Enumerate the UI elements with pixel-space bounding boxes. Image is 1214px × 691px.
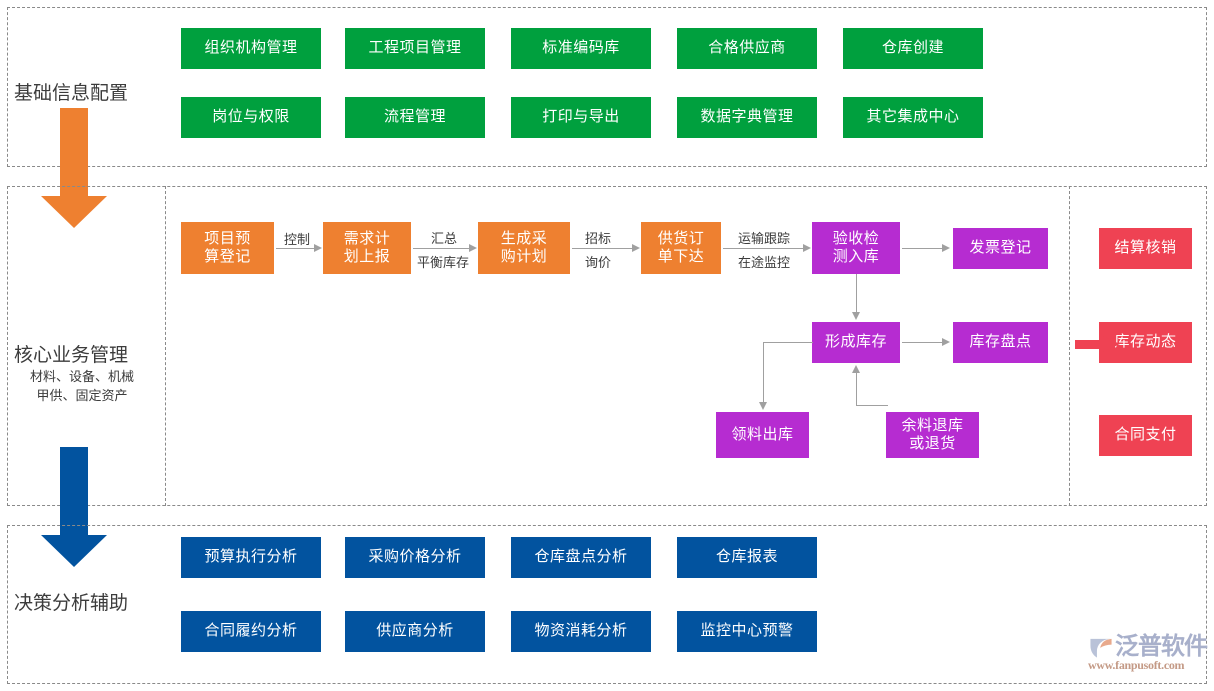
arrow-shaft bbox=[1075, 340, 1105, 349]
connector-arrowhead bbox=[469, 243, 477, 252]
connector-supply-to-inspect bbox=[723, 248, 805, 249]
chip-standard-code-library[interactable]: 标准编码库 bbox=[511, 28, 651, 69]
divider-core-left bbox=[165, 186, 166, 506]
section-title-basic-info: 基础信息配置 bbox=[14, 83, 129, 104]
chip-contract-performance-analysis[interactable]: 合同履约分析 bbox=[181, 611, 321, 652]
connector-demand-to-purchase bbox=[413, 248, 471, 249]
arrow-shaft bbox=[60, 447, 88, 535]
connector-label-control: 控制 bbox=[283, 232, 310, 247]
node-inventory-dynamics[interactable]: 库存动态 bbox=[1099, 322, 1192, 363]
section-subtitle-core-line2: 甲供、固定资产 bbox=[36, 388, 128, 403]
connector-budget-to-demand bbox=[276, 248, 316, 249]
chip-budget-execution-analysis[interactable]: 预算执行分析 bbox=[181, 537, 321, 578]
chip-other-integration-center[interactable]: 其它集成中心 bbox=[843, 97, 983, 138]
chip-warehouse-check-analysis[interactable]: 仓库盘点分析 bbox=[511, 537, 651, 578]
panel-decision-analysis-support bbox=[7, 525, 1207, 684]
chip-process-management[interactable]: 流程管理 bbox=[345, 97, 485, 138]
connector-arrowhead bbox=[942, 243, 950, 252]
chip-position-and-permission[interactable]: 岗位与权限 bbox=[181, 97, 321, 138]
divider-core-right bbox=[1069, 186, 1070, 506]
arrow-head bbox=[41, 535, 107, 567]
connector-arrowhead bbox=[851, 365, 860, 373]
arrow-stockcheck-to-dynamics-icon bbox=[1075, 336, 1121, 352]
arrow-head bbox=[1103, 336, 1120, 352]
chip-purchase-price-analysis[interactable]: 采购价格分析 bbox=[345, 537, 485, 578]
fanpu-logo-icon bbox=[1090, 638, 1112, 658]
connector-inspect-to-formstock bbox=[856, 274, 857, 314]
node-form-inventory[interactable]: 形成库存 bbox=[812, 322, 900, 363]
arrow-head bbox=[41, 196, 107, 228]
connector-label-balance-inventory: 平衡库存 bbox=[416, 255, 469, 270]
chip-print-and-export[interactable]: 打印与导出 bbox=[511, 97, 651, 138]
watermark-brand-text: 泛普软件 bbox=[1115, 633, 1208, 660]
node-inspection-acceptance-inbound[interactable]: 验收检测入库 bbox=[812, 222, 900, 274]
section-title-core-business: 核心业务管理 bbox=[14, 345, 129, 366]
chip-supplier-analysis[interactable]: 供应商分析 bbox=[345, 611, 485, 652]
chip-engineering-project-management[interactable]: 工程项目管理 bbox=[345, 28, 485, 69]
connector-returnstock-to-formstock-v bbox=[856, 372, 857, 406]
chip-qualified-supplier[interactable]: 合格供应商 bbox=[677, 28, 817, 69]
arrow-basic-to-core-icon bbox=[41, 108, 107, 228]
connector-arrowhead bbox=[314, 243, 322, 252]
connector-label-transport-tracking: 运输跟踪 bbox=[737, 231, 790, 246]
node-contract-payment[interactable]: 合同支付 bbox=[1099, 415, 1192, 456]
node-generate-purchase-plan[interactable]: 生成采购计划 bbox=[478, 222, 570, 274]
section-title-decision-analysis: 决策分析辅助 bbox=[14, 593, 129, 614]
connector-arrowhead bbox=[803, 243, 811, 252]
watermark-brand-row: 泛普软件 bbox=[1088, 634, 1210, 660]
node-material-issue-outbound[interactable]: 领料出库 bbox=[716, 412, 809, 458]
connector-arrowhead bbox=[942, 337, 950, 346]
connector-label-bidding: 招标 bbox=[584, 231, 611, 246]
chip-material-consumption-analysis[interactable]: 物资消耗分析 bbox=[511, 611, 651, 652]
node-inventory-check[interactable]: 库存盘点 bbox=[953, 322, 1048, 363]
connector-purchase-to-supply bbox=[572, 248, 634, 249]
chip-data-dictionary-management[interactable]: 数据字典管理 bbox=[677, 97, 817, 138]
connector-returnstock-to-formstock-h bbox=[856, 405, 888, 406]
watermark-logo: 泛普软件 www.fanpusoft.com bbox=[1088, 634, 1210, 684]
chip-monitoring-center-alert[interactable]: 监控中心预警 bbox=[677, 611, 817, 652]
connector-arrowhead bbox=[758, 402, 767, 410]
node-project-budget-registration[interactable]: 项目预算登记 bbox=[181, 222, 274, 274]
node-demand-plan-report[interactable]: 需求计划上报 bbox=[323, 222, 411, 274]
node-supply-order-issue[interactable]: 供货订单下达 bbox=[641, 222, 721, 274]
panel-basic-info-config bbox=[7, 7, 1207, 167]
connector-formstock-to-issueout-h bbox=[763, 342, 813, 343]
connector-arrowhead bbox=[851, 312, 860, 320]
arrow-shaft bbox=[60, 108, 88, 196]
node-settlement-writeoff[interactable]: 结算核销 bbox=[1099, 228, 1192, 269]
connector-label-in-transit-monitoring: 在途监控 bbox=[737, 255, 790, 270]
arrow-core-to-decision-icon bbox=[41, 447, 107, 567]
connector-label-inquiry: 询价 bbox=[584, 255, 611, 270]
connector-arrowhead bbox=[632, 243, 640, 252]
watermark-url-text: www.fanpusoft.com bbox=[1088, 658, 1185, 672]
node-surplus-return-or-refund[interactable]: 余料退库或退货 bbox=[886, 412, 979, 458]
connector-label-summary: 汇总 bbox=[430, 231, 457, 246]
node-invoice-registration[interactable]: 发票登记 bbox=[953, 228, 1048, 269]
chip-warehouse-creation[interactable]: 仓库创建 bbox=[843, 28, 983, 69]
connector-inspect-to-invoice bbox=[902, 248, 944, 249]
connector-formstock-to-issueout-v bbox=[763, 342, 764, 404]
section-subtitle-core-line1: 材料、设备、机械 bbox=[29, 369, 134, 384]
connector-formstock-to-stockcheck bbox=[902, 342, 944, 343]
panel-core-business-management bbox=[7, 186, 1207, 506]
chip-organization-management[interactable]: 组织机构管理 bbox=[181, 28, 321, 69]
chip-warehouse-report[interactable]: 仓库报表 bbox=[677, 537, 817, 578]
